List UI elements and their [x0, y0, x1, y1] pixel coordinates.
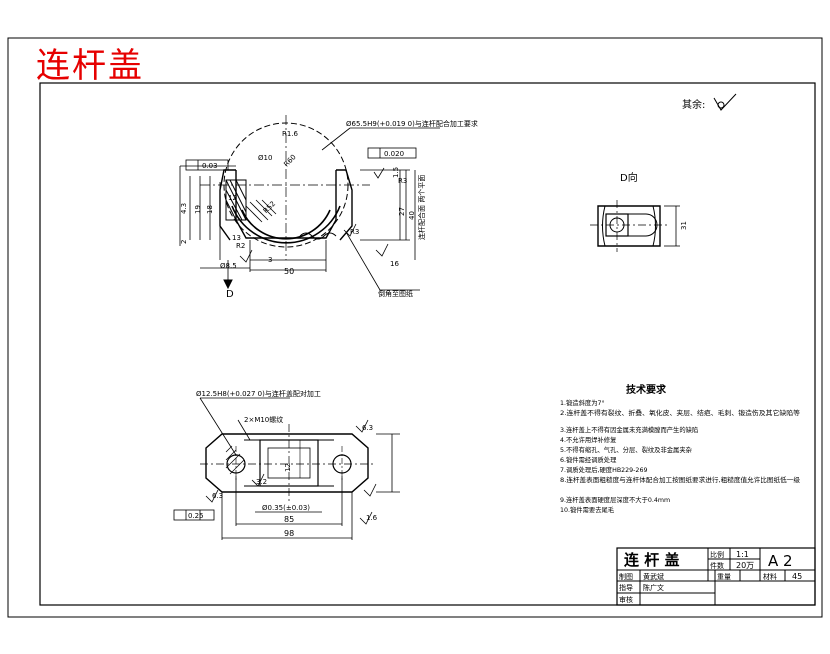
sheet-title: 连杆盖 — [36, 46, 144, 86]
top-bore-callout: Ø65.5H9(+0.019 0)与连杆配合加工要求 — [346, 119, 478, 128]
top-dim-1-5: 1.5 — [392, 167, 400, 178]
top-dim-40: 40 — [408, 211, 416, 220]
top-dim-50: 50 — [284, 267, 294, 276]
bottom-dim-12: 12 — [284, 463, 292, 472]
tb-material-label: 材料 — [763, 572, 777, 581]
tech-item-3: 3.连杆盖上不得有因金属未充满模膛而产生的缺陷 — [560, 425, 698, 434]
bottom-rough-2: 3.2 — [256, 478, 267, 486]
tb-sheet-size: A 2 — [768, 552, 793, 570]
top-flatness-left: 0.03 — [202, 162, 218, 170]
tech-item-4: 4.不允许用焊补修复 — [560, 435, 617, 444]
bottom-hole-callout: Ø12.5H8(+0.027 0)与连杆盖配对加工 — [196, 389, 321, 398]
top-r-6: R3 — [398, 177, 407, 185]
bottom-rough-4: 6.3 — [212, 492, 223, 500]
top-dim-18: 18 — [206, 205, 214, 214]
right-view — [590, 200, 680, 252]
tb-scale-label: 比例 — [710, 550, 724, 559]
tb-check-name: 陈广文 — [643, 583, 664, 592]
top-surface-note: 倒角至图纸 — [378, 289, 413, 298]
title-block — [616, 547, 816, 606]
tech-item-9: 9.连杆盖表面硬度层深度不大于0.4mm — [560, 495, 670, 504]
tech-item-10: 10.锻件需要去尾毛 — [560, 505, 615, 514]
top-dim-13: 13 — [232, 234, 241, 242]
tb-material-value: 45 — [792, 572, 802, 581]
top-side-note: 连杆配合面 两个平面 — [417, 175, 426, 240]
bottom-rough-3: 1.6 — [366, 514, 378, 522]
top-dim-d8-5: Ø8.5 — [220, 262, 237, 270]
tb-scale-value: 1:1 — [736, 550, 749, 559]
bottom-dim-98: 98 — [284, 529, 294, 538]
tech-item-6: 6.锻件需经调质处理 — [560, 455, 617, 464]
bottom-rough-1: 6.3 — [362, 424, 373, 432]
top-dim-12: 12 — [228, 194, 237, 202]
tech-item-8: 8.连杆盖表面粗糙度与连杆体配合加工按图纸要求进行,粗糙度值允许比图纸低一级 — [560, 475, 801, 484]
top-dim-19: 19 — [194, 205, 202, 214]
top-r-5: R2 — [236, 242, 245, 250]
tb-drawn-label: 制图 — [619, 572, 633, 581]
tech-item-1: 1.锻造斜度为7° — [560, 398, 605, 407]
tb-qty-label: 件数 — [710, 561, 724, 570]
inner-frame — [39, 82, 816, 606]
bottom-thread-callout: 2×M10螺纹 — [244, 415, 283, 424]
roughness-check-icon — [713, 93, 737, 111]
top-dim-2: 2 — [180, 240, 188, 244]
top-r-4: R3 — [350, 228, 359, 236]
view-d-label: D向 — [620, 171, 638, 184]
right-dim-31: 31 — [680, 221, 688, 230]
tb-weight-label: 重量 — [717, 573, 731, 581]
tb-check-label: 指导 — [619, 583, 633, 592]
bottom-flatness: 0.25 — [188, 512, 204, 520]
tech-item-7: 7.调质处理后,硬度HB229-269 — [560, 465, 647, 474]
top-dim-16: 16 — [390, 260, 399, 268]
bottom-dim-tol: Ø0.35(±0.03) — [262, 504, 310, 512]
tb-part-name: 连 杆 盖 — [624, 551, 679, 569]
top-flatness-right: 0.020 — [384, 150, 404, 158]
tb-audit-label: 审核 — [619, 595, 633, 604]
tb-qty-value: 20万 — [736, 561, 754, 570]
top-r-2: R60 — [282, 153, 297, 168]
top-dim-d10: Ø10 — [258, 154, 272, 162]
tb-drawn-name: 黄武斌 — [643, 572, 664, 581]
bottom-dim-85: 85 — [284, 515, 294, 524]
outer-frame — [7, 37, 823, 618]
roughness-rest-label: 其余: — [682, 98, 705, 111]
top-dim-27: 27 — [398, 207, 406, 216]
bottom-view — [173, 397, 400, 540]
tech-item-5: 5.不得有缩孔、气孔、分层、裂纹及非金属夹杂 — [560, 445, 692, 454]
section-d-label: D — [226, 289, 234, 300]
top-dim-3: 3 — [268, 256, 272, 264]
top-dim-4-3: 4.3 — [180, 203, 188, 214]
tech-item-2: 2.连杆盖不得有裂纹、折叠、氧化皮、夹层、结疤、毛刺、锻造伤及其它缺陷等 — [560, 408, 801, 417]
top-view — [179, 115, 440, 291]
top-r-1: R1.6 — [282, 130, 299, 138]
tech-heading: 技术要求 — [626, 383, 667, 396]
